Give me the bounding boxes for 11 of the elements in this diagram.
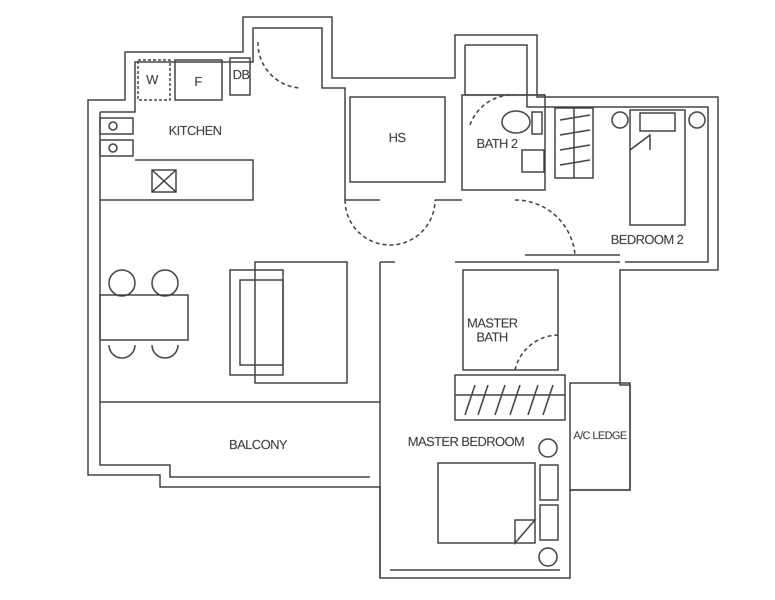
room-label: W <box>146 73 158 87</box>
room-label: F <box>194 75 202 89</box>
room-label: KITCHEN <box>168 124 222 138</box>
room-label: BEDROOM 2 <box>610 233 684 247</box>
room-label: MASTER BATH <box>467 316 517 344</box>
room-label: HS <box>388 131 406 145</box>
room-label: BALCONY <box>229 438 287 452</box>
room-label: A/C LEDGE <box>573 431 627 443</box>
room-label: BATH 2 <box>476 137 518 151</box>
room-label: MASTER BEDROOM <box>408 435 524 449</box>
room-label: DB <box>232 68 250 82</box>
